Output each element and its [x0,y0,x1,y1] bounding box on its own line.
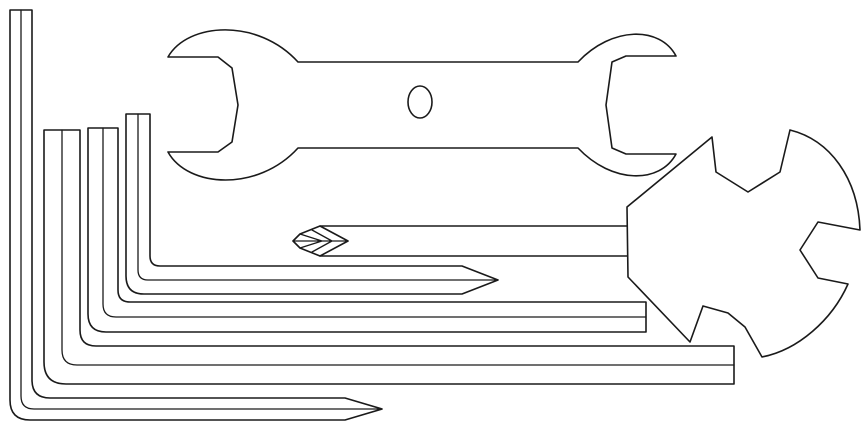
screwdriver-icon [292,225,641,257]
screwdriver-tip-flute [292,229,349,253]
hex-key-1-facet [20,9,383,410]
wrench-hole [407,85,433,119]
socket-multi-wrench-icon [626,129,861,358]
hex-key-2 [43,129,735,385]
screwdriver-shaft [319,225,641,257]
double-open-end-wrench-icon [167,29,677,181]
hex-key-1 [9,9,383,421]
hex-key-4-facet [137,113,499,281]
hex-key-4 [125,113,499,295]
hex-key-3-facet [102,127,647,318]
hex-key-set-icon [9,9,735,421]
socket-wrench-head [626,129,861,358]
hex-key-3 [87,127,647,333]
hex-key-2-facet [61,129,735,366]
